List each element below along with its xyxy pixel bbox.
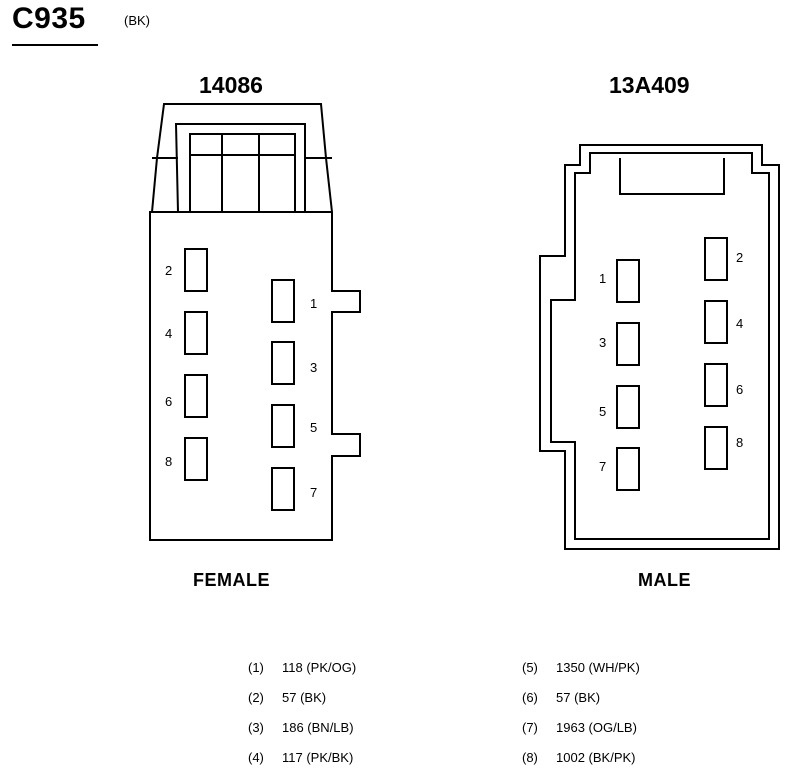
wire-circuit: 57 (BK)	[556, 690, 601, 705]
male-pin-7-cavity	[616, 447, 640, 491]
wire-circuit: 1963 (OG/LB)	[556, 720, 637, 735]
wire-pin: (5)	[522, 660, 538, 675]
male-part-number: 13A409	[609, 72, 690, 98]
male-pin-labels: 1 3 5 7 2 4 6 8	[599, 250, 743, 474]
female-pin-7-cavity	[271, 467, 295, 511]
male-pin-5-cavity	[616, 385, 640, 429]
wire-row: (7) 1963 (OG/LB)	[522, 720, 637, 735]
female-label: FEMALE	[193, 570, 270, 590]
title-underline	[12, 44, 98, 46]
male-pin-cavities	[616, 237, 728, 491]
male-pin-label: 2	[736, 250, 743, 265]
male-pin-1-cavity	[616, 259, 640, 303]
wire-circuit: 117 (PK/BK)	[282, 750, 354, 765]
female-part-number: 14086	[199, 72, 263, 98]
connector-color: (BK)	[124, 13, 150, 28]
female-pin-label: 6	[165, 394, 172, 409]
wire-circuit: 57 (BK)	[282, 690, 327, 705]
wire-pin: (4)	[248, 750, 264, 765]
female-pin-4-cavity	[184, 311, 208, 355]
male-pin-4-cavity	[704, 300, 728, 344]
male-pin-3-cavity	[616, 322, 640, 366]
connector-id: C935	[12, 2, 86, 35]
male-pin-label: 3	[599, 335, 606, 350]
female-pin-label: 3	[310, 360, 317, 375]
male-pin-label: 6	[736, 382, 743, 397]
wire-circuit: 186 (BN/LB)	[282, 720, 354, 735]
female-pin-label: 7	[310, 485, 317, 500]
wire-row: (3) 186 (BN/LB)	[248, 720, 354, 735]
wire-row: (6) 57 (BK)	[522, 690, 600, 705]
male-pin-2-cavity	[704, 237, 728, 281]
male-pin-8-cavity	[704, 426, 728, 470]
male-pin-label: 7	[599, 459, 606, 474]
wire-circuit: 1350 (WH/PK)	[556, 660, 640, 675]
female-pin-1-cavity	[271, 279, 295, 323]
male-pin-label: 1	[599, 271, 606, 286]
male-pin-label: 8	[736, 435, 743, 450]
female-pin-3-cavity	[271, 341, 295, 385]
male-label: MALE	[638, 570, 691, 590]
female-pin-5-cavity	[271, 404, 295, 448]
male-pin-label: 5	[599, 404, 606, 419]
female-pin-label: 4	[165, 326, 172, 341]
wire-row: (2) 57 (BK)	[248, 690, 326, 705]
female-pin-6-cavity	[184, 374, 208, 418]
female-pin-label: 8	[165, 454, 172, 469]
wire-circuit: 1002 (BK/PK)	[556, 750, 636, 765]
wire-pin: (2)	[248, 690, 264, 705]
wire-pin: (6)	[522, 690, 538, 705]
wire-pin: (1)	[248, 660, 264, 675]
female-pin-cavities	[184, 248, 295, 511]
wire-pin: (3)	[248, 720, 264, 735]
female-pin-2-cavity	[184, 248, 208, 292]
female-pin-labels: 2 4 6 8 1 3 5 7	[165, 263, 317, 500]
wire-row: (8) 1002 (BK/PK)	[522, 750, 636, 765]
female-pin-label: 2	[165, 263, 172, 278]
female-pin-8-cavity	[184, 437, 208, 481]
female-pin-label: 5	[310, 420, 317, 435]
male-connector-outline	[539, 144, 780, 550]
wire-row: (4) 117 (PK/BK)	[248, 750, 353, 765]
wire-row: (5) 1350 (WH/PK)	[522, 660, 640, 675]
female-connector-outline	[149, 103, 361, 541]
male-pin-6-cavity	[704, 363, 728, 407]
wire-pin: (8)	[522, 750, 538, 765]
wire-pin: (7)	[522, 720, 538, 735]
female-pin-label: 1	[310, 296, 317, 311]
wire-row: (1) 118 (PK/OG)	[248, 660, 356, 675]
male-pin-label: 4	[736, 316, 743, 331]
wire-circuit: 118 (PK/OG)	[282, 660, 357, 675]
